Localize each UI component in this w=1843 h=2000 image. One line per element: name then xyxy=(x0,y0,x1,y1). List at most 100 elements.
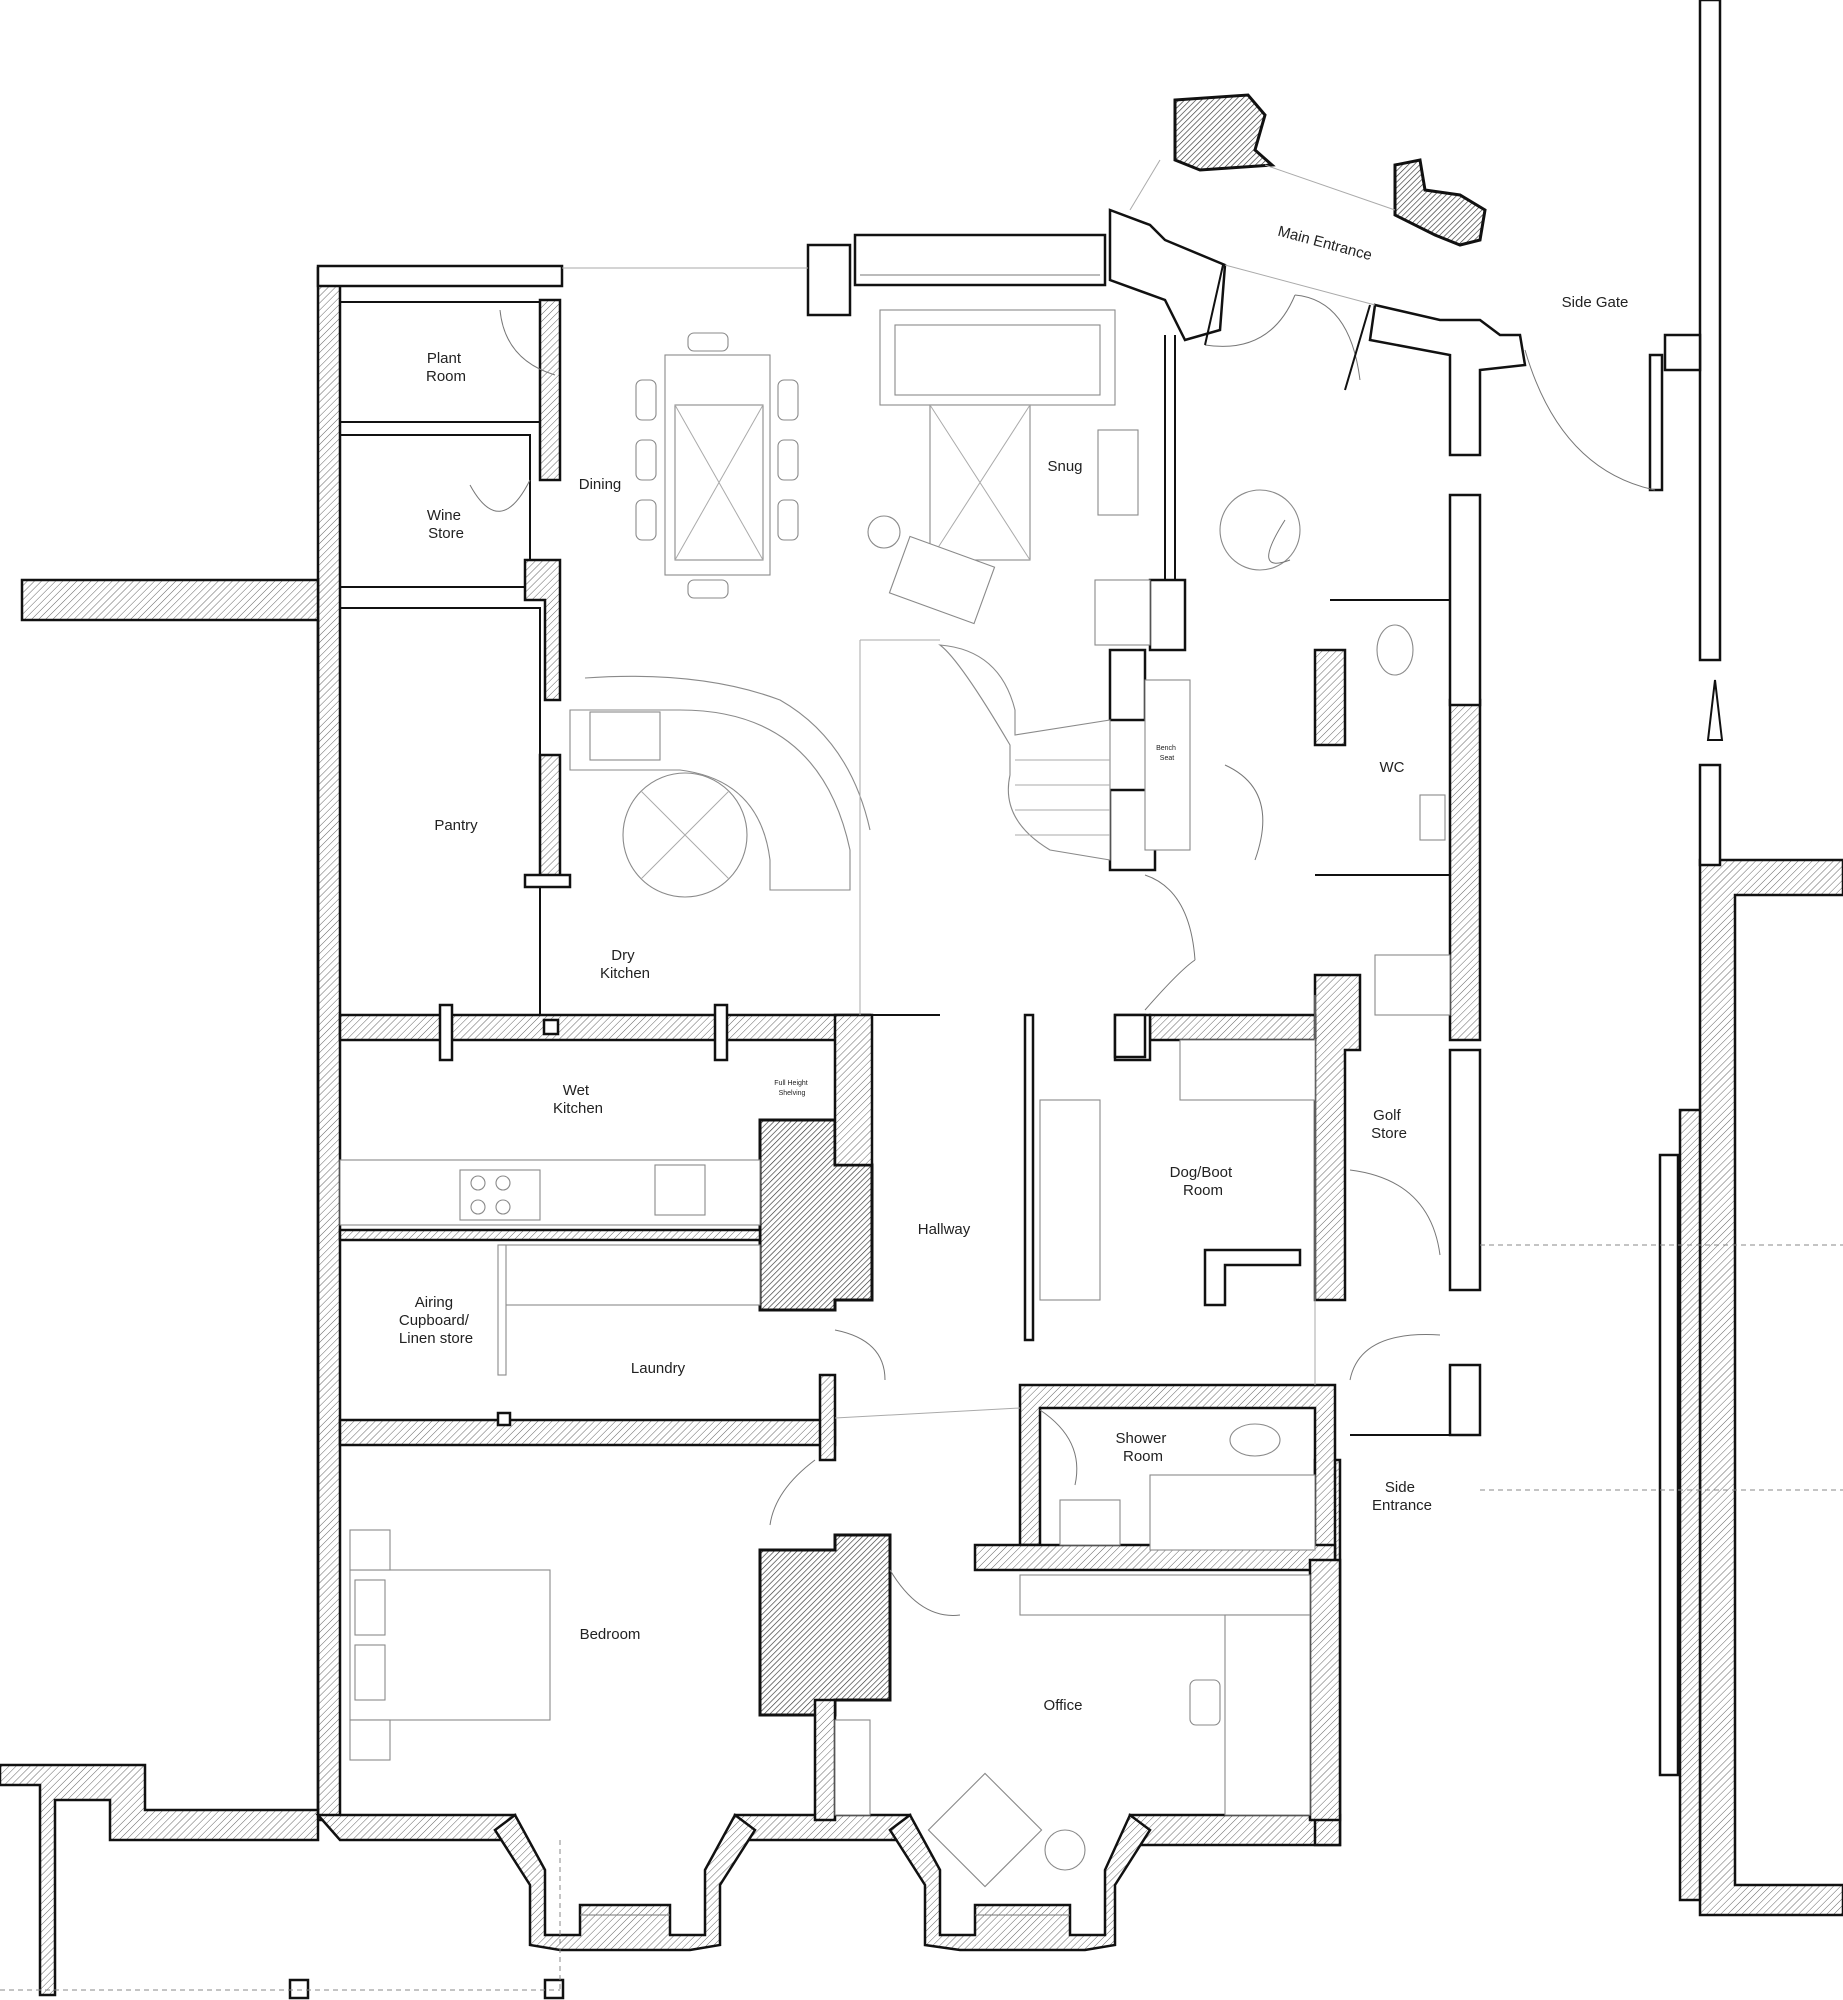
boot-bench xyxy=(1039,1099,1101,1301)
desk xyxy=(1224,1614,1311,1816)
laundry-south-wall xyxy=(338,1418,837,1447)
gate-post xyxy=(288,1978,310,2000)
entrance-door-swing xyxy=(1204,294,1296,347)
entrance-porch-line xyxy=(1129,159,1161,211)
label-side-gate: Side Gate xyxy=(1562,294,1629,311)
door-swing xyxy=(1268,519,1291,564)
label-line: Linen store xyxy=(399,1330,473,1347)
bedside-table xyxy=(349,1719,391,1761)
table-runner-diag xyxy=(674,404,764,561)
label-hallway: Hallway xyxy=(918,1221,971,1238)
label-line: Room xyxy=(426,368,466,385)
bay-window-west xyxy=(493,1813,757,1952)
shower-tray xyxy=(1094,579,1151,646)
office-furniture xyxy=(834,1574,1311,1888)
door-swing xyxy=(499,309,556,376)
snug-north-window xyxy=(562,233,1107,317)
label-line: Cupboard/ xyxy=(399,1312,470,1329)
dining-chair xyxy=(687,332,729,352)
hallway-pier xyxy=(1113,1013,1147,1059)
kitchen-island xyxy=(569,675,871,898)
label-pantry: Pantry xyxy=(434,817,478,834)
golf-store-east-wall xyxy=(1448,1048,1482,1292)
rug-diag xyxy=(929,404,1031,561)
hob xyxy=(459,1169,541,1221)
label-wine-store: Wine Store xyxy=(427,507,465,542)
label-snug: Snug xyxy=(1047,458,1082,475)
dining-chair xyxy=(687,579,729,599)
gate-pier xyxy=(1698,763,1722,867)
label-side-entrance: Side Entrance xyxy=(1372,1479,1432,1514)
dog-bed-wall xyxy=(1203,1248,1302,1307)
label-shower-room: Shower Room xyxy=(1115,1430,1170,1465)
label-line: Room xyxy=(1123,1448,1163,1465)
wash-basin xyxy=(1419,794,1446,841)
side-table xyxy=(1097,429,1139,516)
golf-store-door-jamb xyxy=(1448,1363,1482,1437)
window-frame xyxy=(523,873,572,889)
boundary-wall-southwest xyxy=(0,620,320,1997)
window-frame xyxy=(713,1003,729,1062)
entrance-door-leaf xyxy=(1344,304,1371,391)
pantry-walls xyxy=(339,607,541,1019)
column xyxy=(542,1018,560,1036)
sofa xyxy=(879,309,1116,406)
label-line: Kitchen xyxy=(600,965,650,982)
entrance-pier-left xyxy=(1173,93,1276,172)
laundry-north-wall xyxy=(338,1228,762,1242)
dining-chair xyxy=(635,439,657,481)
airing-cupboard-door xyxy=(497,1244,507,1376)
room-labels: Plant Room Wine Store Dining Snug Main E… xyxy=(399,223,1628,1714)
door-swing xyxy=(889,1569,961,1616)
dining-chair xyxy=(635,499,657,541)
label-airing-cupboard: Airing Cupboard/ Linen store xyxy=(399,1294,473,1347)
label-line: Dry xyxy=(611,947,635,964)
label-bench-seat: Bench Seat xyxy=(1156,745,1178,762)
side-gate-swing xyxy=(1524,349,1656,491)
wet-kitchen-east-wall xyxy=(833,1013,874,1167)
stool-row xyxy=(584,675,871,831)
north-parapet xyxy=(316,264,564,288)
label-line: Shower xyxy=(1115,1430,1166,1447)
label-main-entrance: Main Entrance xyxy=(1276,223,1374,264)
main-entrance-structure xyxy=(1108,93,1527,457)
toilet xyxy=(1229,1423,1281,1457)
label-plant-room: Plant Room xyxy=(426,350,466,385)
toilet xyxy=(1376,624,1414,676)
round-table-cross xyxy=(640,790,730,880)
label-line: Airing xyxy=(415,1294,453,1311)
round-rug xyxy=(1219,489,1301,571)
shower-tray xyxy=(1149,1474,1316,1551)
hob-ring xyxy=(495,1175,511,1191)
entrance-wall-left xyxy=(1108,208,1227,342)
guide-line xyxy=(834,1407,1021,1419)
label-line: Full Height xyxy=(774,1080,808,1087)
wet-kitchen-counters xyxy=(339,1159,761,1376)
rug xyxy=(927,1772,1043,1888)
shower-tray xyxy=(1374,954,1451,1016)
garden-wall-west xyxy=(20,578,320,622)
arrow-marker xyxy=(1706,679,1724,741)
table-runner xyxy=(674,404,764,561)
bedroom-furniture xyxy=(349,1529,551,1761)
label-office: Office xyxy=(1044,1697,1083,1714)
label-line: Seat xyxy=(1160,755,1174,762)
window-frame xyxy=(806,243,852,317)
door-swing xyxy=(1349,1169,1441,1256)
label-golf-store: Golf Store xyxy=(1371,1107,1407,1142)
wc-east-wall xyxy=(1448,698,1482,1042)
label-wet-kitchen: Wet Kitchen xyxy=(553,1082,603,1117)
pantry-pier xyxy=(523,558,562,702)
label-laundry: Laundry xyxy=(631,1360,686,1377)
wine-store-walls xyxy=(339,434,531,588)
stair-pier xyxy=(1108,648,1147,722)
shower-room-fixtures xyxy=(1059,1423,1316,1551)
dog-boot-room-fixtures xyxy=(1039,1039,1316,1307)
pillow xyxy=(354,1644,386,1701)
armchair xyxy=(888,535,996,625)
wc-fixtures xyxy=(1219,489,1451,1016)
pantry-pier-low xyxy=(538,753,562,882)
dining-table xyxy=(635,332,799,599)
label-full-height-shelving: Full Height Shelving xyxy=(774,1080,809,1097)
